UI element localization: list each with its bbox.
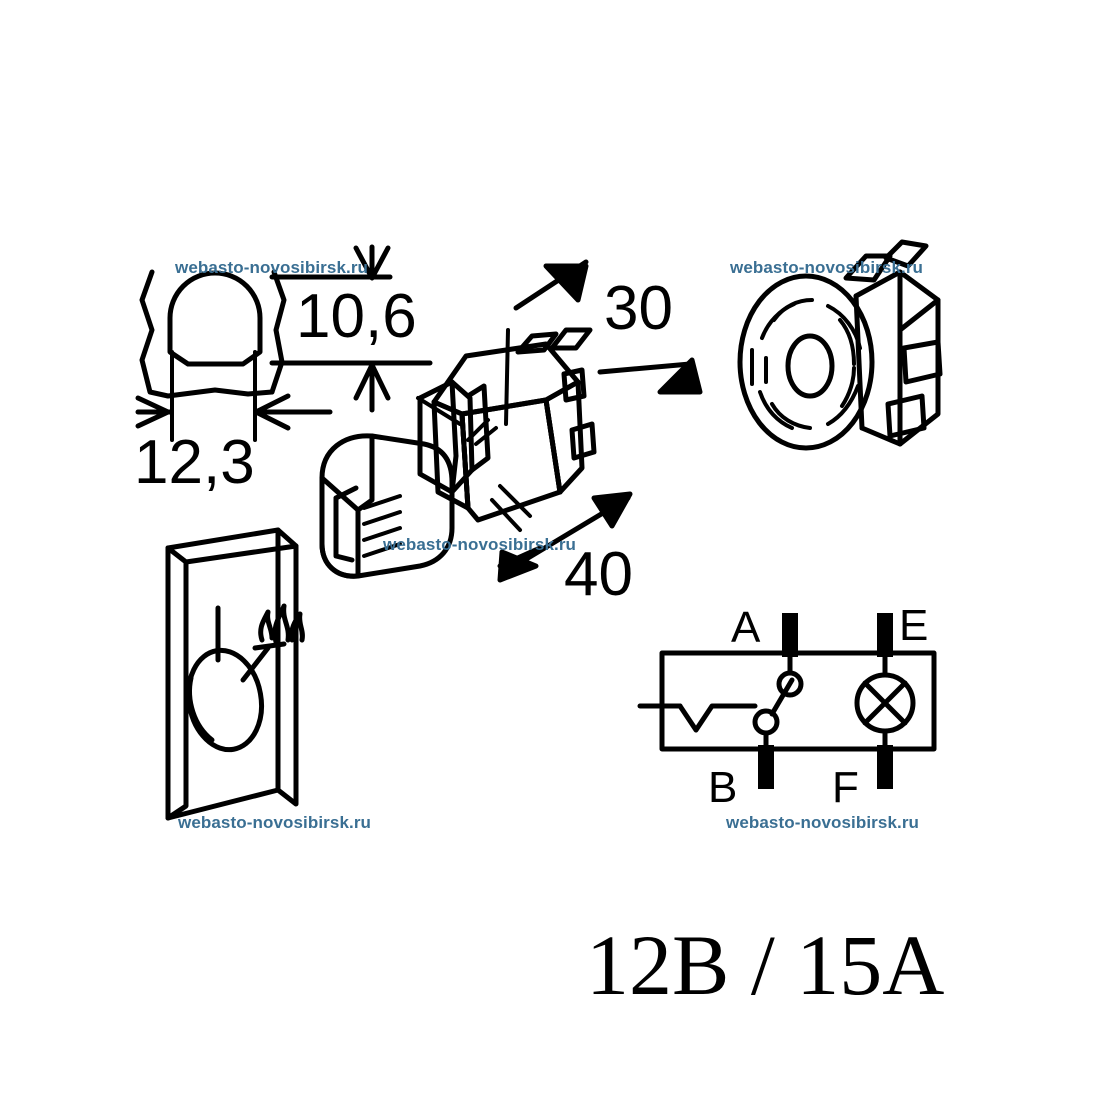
dim-arrow-height-top	[353, 244, 391, 281]
switch-shading-marks	[416, 328, 532, 532]
wiring-diagram	[637, 613, 937, 789]
terminal-label-b: B	[708, 763, 738, 812]
dim-arrows-width	[135, 393, 333, 431]
switch-terminal-blades	[515, 327, 597, 461]
dimension-label-length: 40	[564, 540, 633, 609]
rating-label: 12В / 15А	[586, 917, 945, 1013]
dim-arrows-length	[497, 491, 633, 583]
watermark: webasto-novosibirsk.ru	[175, 258, 369, 277]
panel-plate	[165, 527, 299, 821]
switch-rear-view	[737, 239, 943, 451]
dim-arrow-height-bottom	[353, 362, 391, 413]
switch-isometric	[431, 341, 585, 523]
dimension-label-depth: 30	[604, 274, 673, 343]
dim-ext-lines-width	[170, 350, 257, 442]
switch-rocker-knob	[319, 433, 455, 579]
dimension-label-height: 10,6	[296, 282, 417, 351]
terminal-label-e: E	[899, 601, 929, 650]
mounting-hole-profile	[139, 269, 287, 399]
terminal-label-f: F	[832, 763, 859, 812]
terminal-label-a: A	[731, 603, 761, 652]
flame-symbol	[215, 603, 305, 683]
dimension-label-width: 12,3	[134, 428, 255, 497]
watermark: webasto-novosibirsk.ru	[726, 813, 920, 832]
watermark: webasto-novosibirsk.ru	[730, 258, 924, 277]
knob-radial-grooves	[750, 298, 862, 430]
knob-grip-ribs	[362, 494, 402, 558]
watermark: webasto-novosibirsk.ru	[178, 813, 372, 832]
watermark: webasto-novosibirsk.ru	[383, 535, 577, 554]
dim-arrows-depth	[513, 259, 703, 395]
